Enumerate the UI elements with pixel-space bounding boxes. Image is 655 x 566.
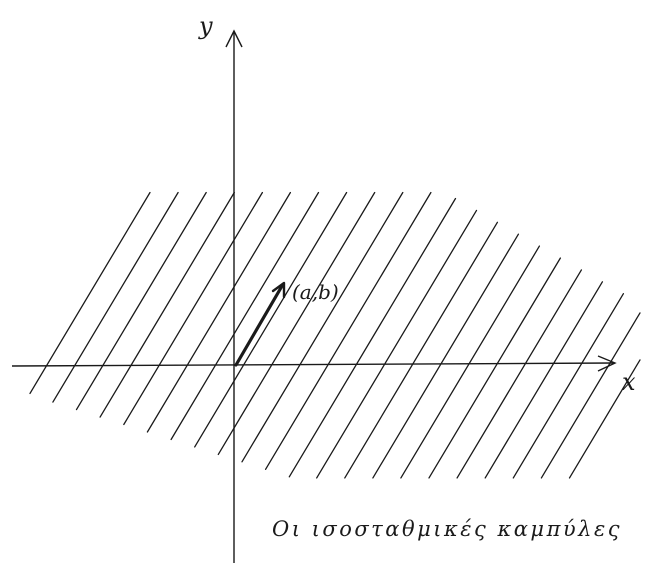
caption: Οι ισοσταθμικές καμπύλες bbox=[272, 517, 622, 541]
x-axis-label: x bbox=[622, 368, 636, 396]
level-line bbox=[456, 269, 583, 479]
level-line bbox=[75, 191, 207, 411]
level-line bbox=[29, 191, 151, 395]
level-line bbox=[372, 233, 520, 479]
x-axis bbox=[11, 362, 615, 367]
level-line bbox=[428, 257, 562, 479]
level-line bbox=[146, 191, 292, 433]
level-line bbox=[568, 359, 641, 479]
level-line bbox=[264, 191, 432, 470]
y-axis-arrow-icon bbox=[225, 29, 243, 48]
level-line bbox=[512, 293, 625, 479]
level-line bbox=[400, 245, 541, 479]
level-line bbox=[170, 191, 320, 441]
level-line bbox=[99, 191, 235, 418]
y-axis-label: y bbox=[198, 12, 213, 40]
level-line bbox=[540, 312, 641, 479]
level-line bbox=[344, 221, 499, 479]
vector-label: (a,b) bbox=[292, 280, 339, 304]
level-lines bbox=[29, 191, 641, 479]
x-axis-arrow-icon bbox=[597, 355, 617, 372]
level-line bbox=[194, 191, 348, 448]
vector-arrow-icon bbox=[271, 281, 286, 299]
level-line bbox=[217, 191, 376, 456]
level-line bbox=[316, 209, 478, 479]
level-line bbox=[241, 191, 404, 463]
level-line bbox=[484, 281, 604, 479]
level-line bbox=[288, 197, 457, 478]
vector-ab bbox=[234, 284, 284, 367]
level-line bbox=[52, 191, 179, 403]
level-line bbox=[123, 191, 264, 426]
